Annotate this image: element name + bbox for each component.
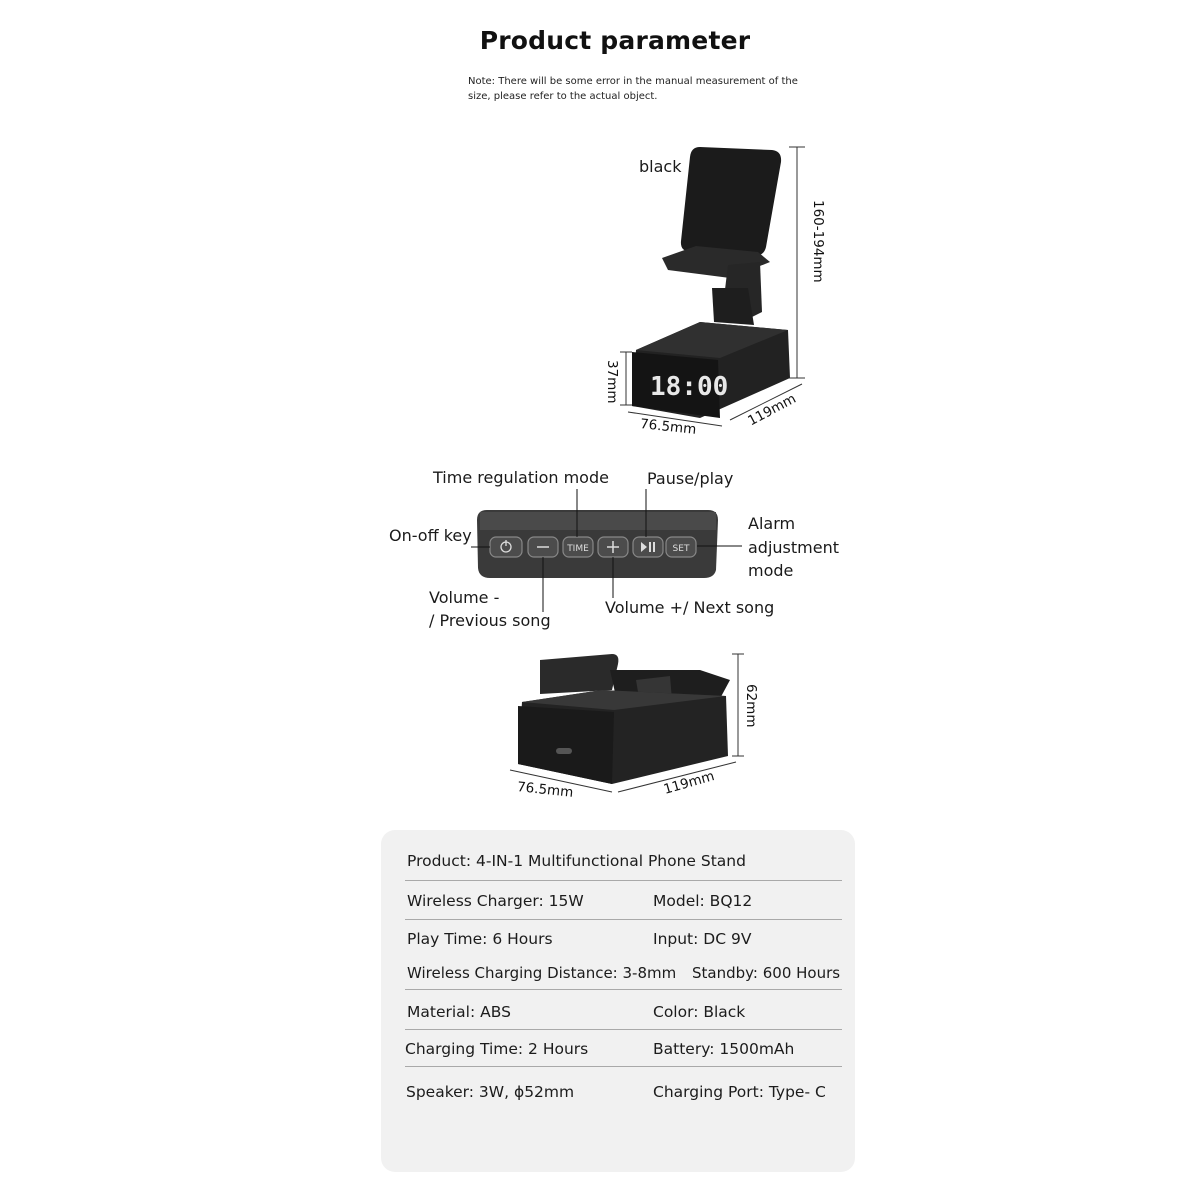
folded-height-dimension: 62mm — [743, 684, 759, 728]
volume-plus-label: Volume +/ Next song — [605, 598, 775, 617]
volume-minus-label-line1: Volume - — [429, 588, 500, 607]
spec-row: Play Time: 6 Hours Input: DC 9V — [405, 927, 840, 961]
spec-row: Charging Time: 2 Hours Battery: 1500mAh — [405, 1033, 842, 1067]
clock-display: 18:00 — [650, 372, 728, 402]
spec-right: Color: Black — [653, 1003, 746, 1021]
set-button-label: SET — [673, 544, 690, 554]
spec-right: Input: DC 9V — [653, 930, 752, 948]
spec-left: Charging Time: 2 Hours — [405, 1040, 589, 1058]
spec-right: Model: BQ12 — [653, 892, 753, 910]
spec-row: Speaker: 3W, ϕ52mm Charging Port: Type- … — [405, 1080, 840, 1114]
alarm-label-line3: mode — [748, 561, 794, 580]
play-pause-icon — [641, 542, 647, 552]
spec-left: Speaker: 3W, ϕ52mm — [406, 1083, 575, 1101]
height-dimension: 160-194mm — [810, 200, 826, 283]
alarm-label-line2: adjustment — [748, 538, 839, 557]
spec-left: Play Time: 6 Hours — [407, 930, 553, 948]
spec-left: Wireless Charging Distance: 3-8mm — [407, 964, 677, 982]
spec-row: Material: ABS Color: Black — [405, 996, 842, 1030]
base-height-dimension: 37mm — [604, 360, 620, 404]
spec-row: Wireless Charger: 15W Model: BQ12 — [405, 886, 842, 920]
stand-product-image: 18:00 — [620, 146, 805, 427]
usb-c-port — [556, 748, 572, 754]
folded-product-image — [509, 653, 744, 793]
spec-right: Battery: 1500mAh — [653, 1040, 795, 1058]
color-label: black — [639, 157, 682, 176]
spec-table: Product: 4-IN-1 Multifunctional Phone St… — [381, 830, 855, 1172]
spec-left: Wireless Charger: 15W — [407, 892, 584, 910]
spec-left: Material: ABS — [407, 1003, 511, 1021]
volume-minus-label-line2: / Previous song — [429, 611, 551, 630]
on-off-label: On-off key — [389, 526, 472, 545]
spec-product: Product: 4-IN-1 Multifunctional Phone St… — [407, 852, 746, 870]
spec-row-product: Product: 4-IN-1 Multifunctional Phone St… — [405, 847, 842, 881]
spec-right: Charging Port: Type- C — [653, 1083, 826, 1101]
time-regulation-label: Time regulation mode — [433, 468, 609, 487]
button-panel-image: TIME SET — [471, 489, 742, 612]
measurement-note: Note: There will be some error in the ma… — [468, 76, 798, 102]
spec-right: Standby: 600 Hours — [692, 964, 841, 982]
spec-row: Wireless Charging Distance: 3-8mm Standb… — [405, 956, 842, 990]
alarm-label-line1: Alarm — [748, 514, 796, 533]
pause-play-label: Pause/play — [647, 469, 734, 488]
page-title: Product parameter — [479, 26, 751, 55]
time-button-label: TIME — [566, 544, 589, 554]
